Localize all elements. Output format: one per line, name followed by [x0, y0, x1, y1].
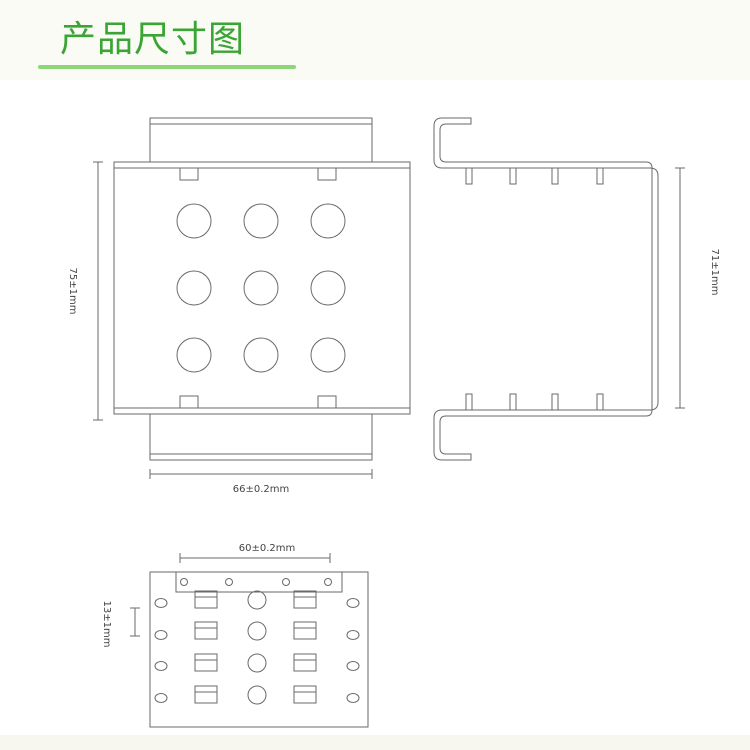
footer-band [0, 735, 750, 750]
page-title: 产品尺寸图 [60, 19, 246, 60]
side-height-label: 71±1mm [709, 249, 720, 296]
side-height-dimension-line [675, 167, 685, 409]
bottom-depth-label: 13±1mm [101, 601, 112, 648]
front-view [113, 117, 411, 461]
front-hole-grid [176, 203, 346, 373]
front-width-dimension-line [149, 469, 373, 479]
bottom-depth-dimension-line [130, 607, 140, 637]
side-view [433, 117, 659, 461]
front-width-label: 66±0.2mm [233, 484, 290, 495]
bottom-slots [194, 590, 317, 704]
bottom-view [149, 571, 369, 728]
bottom-side-holes [154, 598, 360, 703]
front-height-label: 75±1mm [67, 268, 78, 315]
bottom-center-holes [247, 590, 267, 705]
title-underline [38, 65, 296, 69]
front-height-dimension-line [93, 161, 103, 421]
bottom-width-label: 60±0.2mm [239, 543, 296, 554]
bottom-width-dimension-line [179, 553, 331, 563]
